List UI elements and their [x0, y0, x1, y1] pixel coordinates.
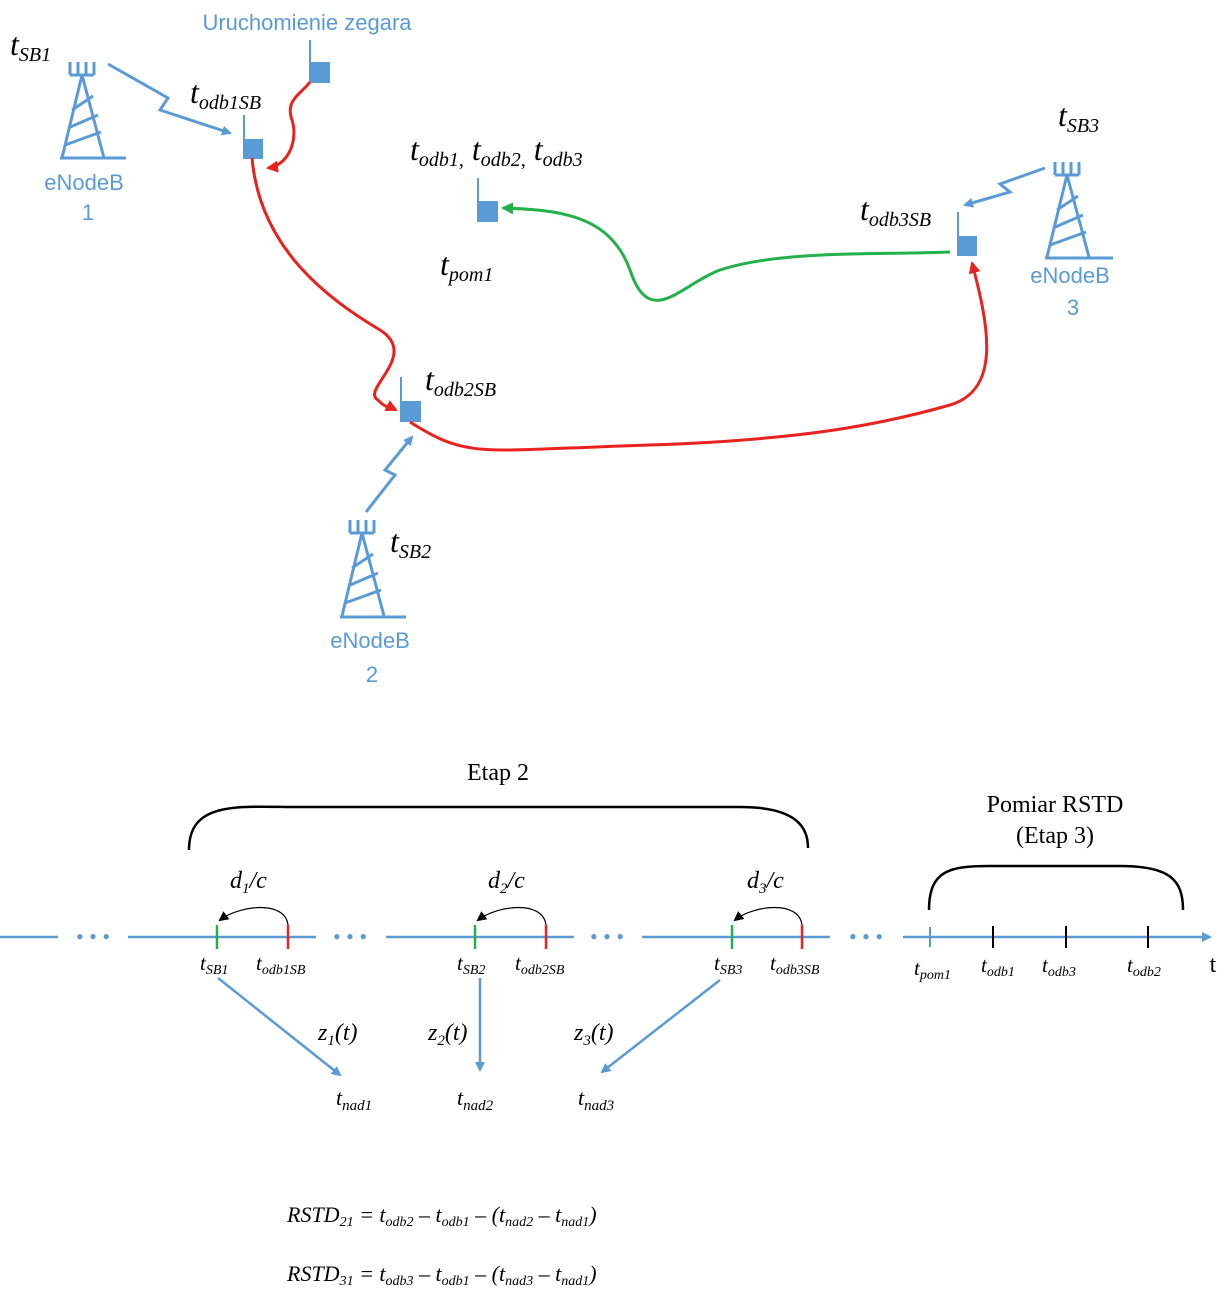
mark-label-todb3sb: todb3SB	[770, 951, 820, 978]
enodeb-1-label: eNodeB	[44, 170, 124, 195]
radio-link-2	[364, 435, 414, 513]
todb2sb-label: todb2SB	[425, 361, 496, 401]
enodeb-3-number: 3	[1067, 295, 1079, 320]
radio-link-3	[963, 166, 1046, 208]
ue-1	[243, 115, 263, 159]
tsb3-label: tSB3	[1058, 97, 1099, 137]
z-label-3: z3(t)	[573, 1020, 614, 1049]
pomiar-label-2: (Etap 3)	[1016, 823, 1094, 849]
z-label-2: z2(t)	[427, 1020, 468, 1049]
formula-rstd21: RSTD21 = todb2 – todb1 – (tnad2 – tnad1)	[286, 1202, 597, 1230]
formula-rstd31: RSTD31 = todb3 – todb1 – (tnad3 – tnad1)	[286, 1261, 597, 1289]
z-arrow-3	[600, 979, 721, 1074]
enodeb-2-number: 2	[366, 662, 378, 687]
green-curve-ue3-to-final	[501, 202, 951, 302]
nad-label-3: tnad3	[578, 1085, 614, 1114]
enodeb-3-label: eNodeB	[1030, 263, 1110, 288]
delay-arc-2	[476, 906, 547, 926]
ellipsis-1: • • •	[76, 924, 110, 949]
red-curve-ue1-to-ue2	[250, 157, 398, 412]
mark-label-tpom1: tpom1	[914, 956, 951, 983]
tpom1-label: tpom1	[440, 246, 493, 286]
ellipsis-3: • • •	[590, 924, 624, 949]
delay-label-3: d3/c	[747, 868, 784, 897]
enodeb-2-label: eNodeB	[330, 628, 410, 653]
red-curve-clock-to-ue1	[266, 81, 312, 173]
ue-3	[957, 212, 977, 256]
ellipsis-4: • • •	[849, 924, 883, 949]
delay-arc-3	[733, 906, 803, 926]
ellipsis-2: • • •	[333, 924, 367, 949]
delay-label-1: d1/c	[230, 868, 267, 897]
tsb1-label: tSB1	[10, 26, 51, 66]
etap3-bracket	[927, 864, 1185, 911]
nad-label-2: tnad2	[457, 1085, 494, 1114]
ue-final	[477, 178, 498, 222]
z-arrow-1	[217, 977, 342, 1077]
nad-label-1: tnad1	[336, 1085, 372, 1114]
mark-label-todb3: todb3	[1042, 953, 1076, 980]
todb-all-label: todb1, todb2, todb3	[410, 131, 583, 171]
mark-label-todb1: todb1	[981, 953, 1015, 980]
enodeb-2-tower-icon	[340, 520, 406, 619]
z-label-1: z1(t)	[317, 1020, 358, 1049]
etap2-label: Etap 2	[467, 760, 529, 786]
delay-label-2: d2/c	[488, 868, 525, 897]
enodeb-3-tower-icon	[1045, 162, 1113, 260]
radio-link-1	[107, 62, 232, 136]
pomiar-label-1: Pomiar RSTD	[987, 792, 1124, 818]
axis-label-t: t	[1210, 952, 1217, 978]
mark-label-todb2sb: todb2SB	[515, 951, 565, 978]
enodeb-1-tower-icon	[60, 62, 126, 160]
mark-label-todb1sb: todb1SB	[256, 951, 306, 978]
tsb2-label: tSB2	[390, 523, 431, 563]
enodeb-1-number: 1	[82, 200, 94, 225]
etap2-bracket	[187, 805, 810, 851]
delay-arc-1	[218, 906, 289, 926]
clock-start-ue	[309, 40, 330, 83]
mark-label-todb2: todb2	[1127, 953, 1161, 980]
ue-2	[400, 377, 421, 422]
mark-label-tsb1: tSB1	[200, 951, 228, 978]
todb1sb-label: todb1SB	[190, 74, 261, 114]
clock-start-label: Uruchomienie zegara	[202, 10, 412, 35]
todb3sb-label: todb3SB	[860, 191, 931, 231]
mark-label-tsb3: tSB3	[714, 951, 742, 978]
mark-label-tsb2: tSB2	[457, 951, 485, 978]
red-curve-ue2-to-ue3	[409, 261, 989, 452]
